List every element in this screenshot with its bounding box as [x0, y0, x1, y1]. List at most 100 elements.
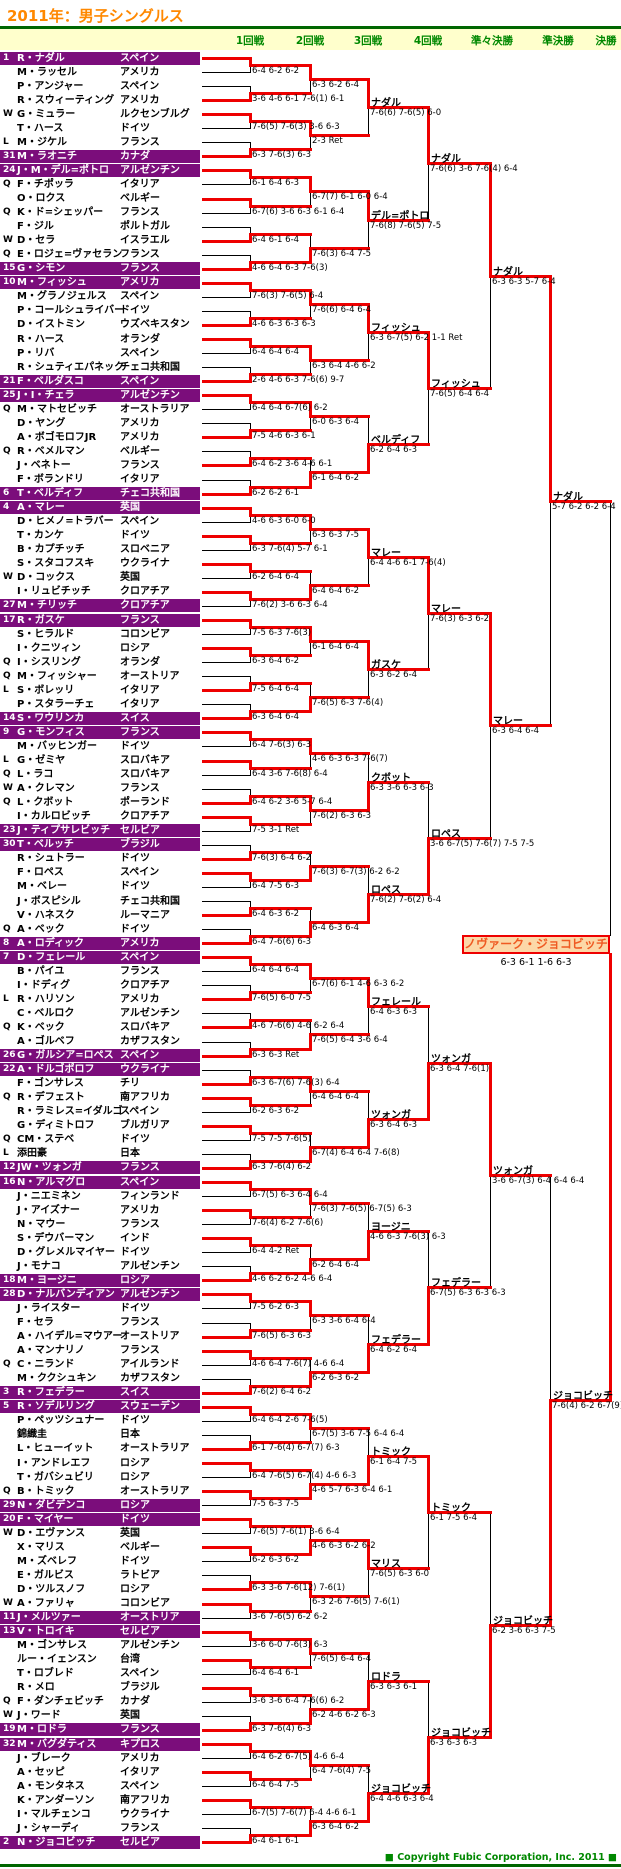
player-row: S・デウバーマンインド [0, 1232, 200, 1245]
connector-line [310, 233, 311, 249]
match-score: 6-4 6-2 6-2 [252, 66, 300, 77]
player-name: J・ベネトー [17, 459, 71, 471]
player-country: ドイツ [120, 1302, 150, 1314]
connector-line [202, 998, 252, 1002]
connector-line [250, 1132, 251, 1141]
connector-line [249, 794, 252, 805]
player-name: D・イストミン [17, 319, 86, 331]
connector-line [250, 451, 251, 460]
match-score: 6-3 6-4 6-2 [312, 1822, 360, 1833]
player-country: アメリカ [120, 993, 160, 1005]
connector-line [202, 801, 252, 805]
player-country: スペイン [120, 291, 160, 303]
connector-line [309, 246, 312, 264]
match-score: 6-3 3-6 6-4 6-4 [312, 1316, 376, 1327]
player-country: フランス [120, 965, 160, 977]
match-score: 6-3 6-7(5) 6-2 1-1 Ret [370, 332, 463, 343]
player-name: M・マトセビッチ [17, 403, 97, 415]
player-name: I・クニツィン [17, 642, 81, 654]
seed-bar [0, 1175, 200, 1189]
connector-line [202, 367, 251, 369]
player-country: フランス [120, 207, 160, 219]
player-name: R・ガスケ [17, 614, 65, 626]
player-row: D・ヒメノ=トラバースペイン [0, 515, 200, 528]
match-score: 6-7(5) 3-6 7-5 6-4 6-4 [312, 1428, 405, 1439]
connector-line [368, 1567, 430, 1571]
winner-label: ジョコビッチ [493, 1615, 553, 1627]
match-score: 4-6 7-6(6) 4-6 6-2 6-4 [252, 1021, 345, 1032]
player-country: コロンビア [120, 1598, 170, 1609]
connector-line [367, 892, 370, 925]
connector-line [250, 1413, 251, 1422]
connector-line [249, 1518, 252, 1529]
seed-bar [0, 149, 200, 163]
connector-line [310, 191, 311, 207]
connector-line [367, 527, 370, 559]
connector-line [249, 1771, 252, 1782]
connector-line [309, 471, 312, 489]
player-row: M・バッヒンガードイツ [0, 740, 200, 753]
connector-line [202, 99, 252, 103]
match-score: 6-1 6-4 6-3 [252, 178, 300, 189]
match-score: 6-3 6-4 4-6 6-2 [312, 361, 376, 372]
connector-line [249, 169, 252, 180]
match-score: 6-2 6-4 6-3 [370, 445, 418, 456]
seed-bar [0, 725, 200, 739]
player-country: アメリカ [120, 937, 160, 949]
player-name: R・ソデルリング [17, 1401, 95, 1413]
connector-line [250, 204, 312, 208]
connector-line [310, 1807, 311, 1823]
connector-line [249, 1181, 252, 1192]
player-status: Q [3, 1092, 11, 1103]
connector-line [202, 212, 251, 214]
player-country: スペイン [120, 375, 160, 387]
connector-line [249, 232, 252, 243]
player-name: G・ゼミヤ [17, 755, 66, 766]
connector-line [490, 1623, 552, 1627]
player-name: F・チポッラ [17, 178, 74, 190]
player-country: ベルギー [120, 193, 160, 204]
connector-line [310, 302, 370, 306]
connector-line [202, 1743, 252, 1746]
player-country: アルゼンチン [120, 1288, 180, 1300]
player-country: クロアチア [120, 979, 170, 991]
seed-bar [0, 374, 200, 388]
connector-line [310, 78, 370, 82]
connector-line [427, 1735, 430, 1796]
player-name: D・エヴァンス [17, 1527, 86, 1539]
player-status: W [3, 783, 13, 794]
player-country: クロアチア [120, 811, 170, 823]
connector-line [202, 296, 251, 298]
connector-line [310, 908, 311, 924]
connector-line [250, 121, 251, 130]
connector-line [427, 555, 430, 615]
connector-line [202, 451, 251, 453]
player-country: スペイン [120, 80, 160, 92]
player-country: ルーマニア [120, 909, 170, 921]
connector-line [202, 239, 252, 243]
match-score: 6-2 6-3 6-2 [252, 1555, 300, 1566]
match-score: 7-6(6) 6-4 6-4 [312, 304, 372, 315]
connector-line [367, 1117, 370, 1149]
connector-line [250, 1715, 251, 1724]
winner-label: クボット [371, 772, 411, 784]
connector-line [249, 485, 252, 496]
player-country: イタリア [120, 178, 160, 190]
connector-line [250, 1216, 312, 1220]
winner-label: ジョコビッチ [553, 1390, 613, 1402]
player-name: O・ロクス [17, 193, 66, 204]
match-score: 6-4 6-3 6-2 [252, 909, 300, 920]
player-row: J・ベネトーフランス [0, 459, 200, 472]
player-name: R・ラミレス=イダルゴ [17, 1106, 123, 1118]
seed-bar [0, 1049, 200, 1063]
player-country: ドイツ [120, 1415, 150, 1427]
player-row: V・ハネスクルーマニア [0, 909, 200, 922]
player-country: アルゼンチン [120, 1007, 180, 1019]
